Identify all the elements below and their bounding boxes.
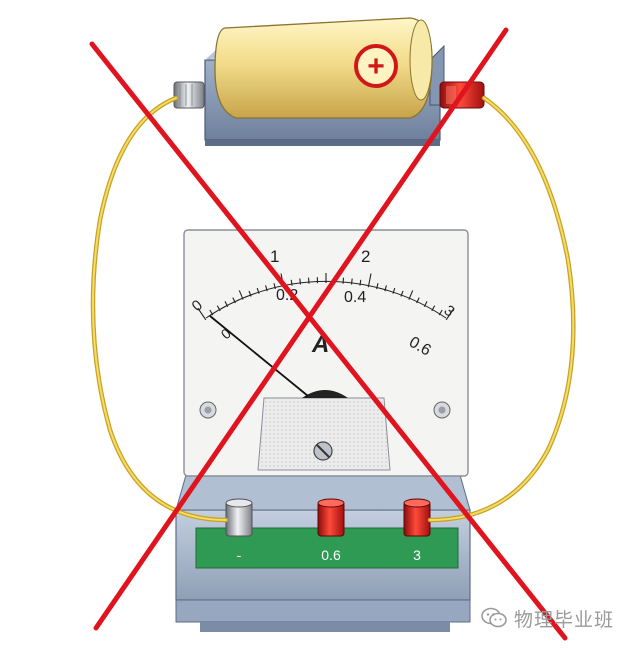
svg-text:+: + <box>367 50 385 83</box>
scale-tick <box>248 290 252 297</box>
scale-tick <box>400 290 404 297</box>
battery-negative-terminal[interactable] <box>173 81 205 109</box>
terminal-0-6[interactable]: 0.6 <box>317 498 345 563</box>
scale-tick <box>238 290 244 300</box>
scale-tick <box>209 309 214 316</box>
scale-tick <box>224 301 229 308</box>
terminal-negative[interactable]: - <box>225 498 253 563</box>
scale-tick <box>416 297 420 304</box>
ammeter-needle-cover <box>257 390 391 471</box>
scale-tick <box>342 277 345 284</box>
scale-tick <box>350 278 353 285</box>
scale-tick <box>431 305 436 312</box>
zero-adjust-screw[interactable] <box>313 441 333 461</box>
inner-scale-label-2: 0.4 <box>344 289 366 306</box>
scale-tick <box>408 290 414 300</box>
cross-mark <box>89 27 568 641</box>
scale-tick <box>273 283 276 290</box>
terminal-3-label: 3 <box>413 547 421 563</box>
face-screw-left <box>199 401 217 419</box>
battery-plus-symbol: + <box>354 44 398 88</box>
scale-tick <box>307 277 310 284</box>
outer-scale-label-2: 2 <box>361 247 370 266</box>
scale-tick <box>197 307 207 321</box>
scale-tick <box>216 305 221 312</box>
outer-scale-label-1: 1 <box>270 247 279 266</box>
scale-tick <box>376 283 379 290</box>
scale-tick <box>392 287 396 294</box>
face-screw-right <box>433 401 451 419</box>
ammeter: 0 1 2 3 0 0.2 0.4 0.6 A <box>175 229 471 632</box>
scale-tick <box>384 285 387 292</box>
battery: + <box>173 17 485 146</box>
wechat-icon <box>481 607 507 628</box>
battery-cell <box>214 17 433 119</box>
ammeter-needle <box>209 315 309 397</box>
scale-tick <box>256 287 260 294</box>
terminal-negative-label: - <box>237 547 242 563</box>
scale-tick <box>232 297 236 304</box>
scale-tick <box>265 285 268 292</box>
scale-tick <box>299 278 302 285</box>
watermark: 物理毕业班 <box>480 604 630 632</box>
ammeter-face <box>183 229 469 477</box>
scale-tick <box>423 301 428 308</box>
watermark-text: 物理毕业班 <box>514 608 615 631</box>
scale-tick <box>290 279 293 286</box>
terminal-0-6-label: 0.6 <box>321 547 341 563</box>
scale-tick <box>367 273 372 288</box>
wires <box>90 95 576 523</box>
terminal-3[interactable]: 3 <box>403 498 431 563</box>
scale-tick <box>445 307 455 321</box>
scale-tick <box>359 279 362 286</box>
scale-tick <box>438 309 443 316</box>
